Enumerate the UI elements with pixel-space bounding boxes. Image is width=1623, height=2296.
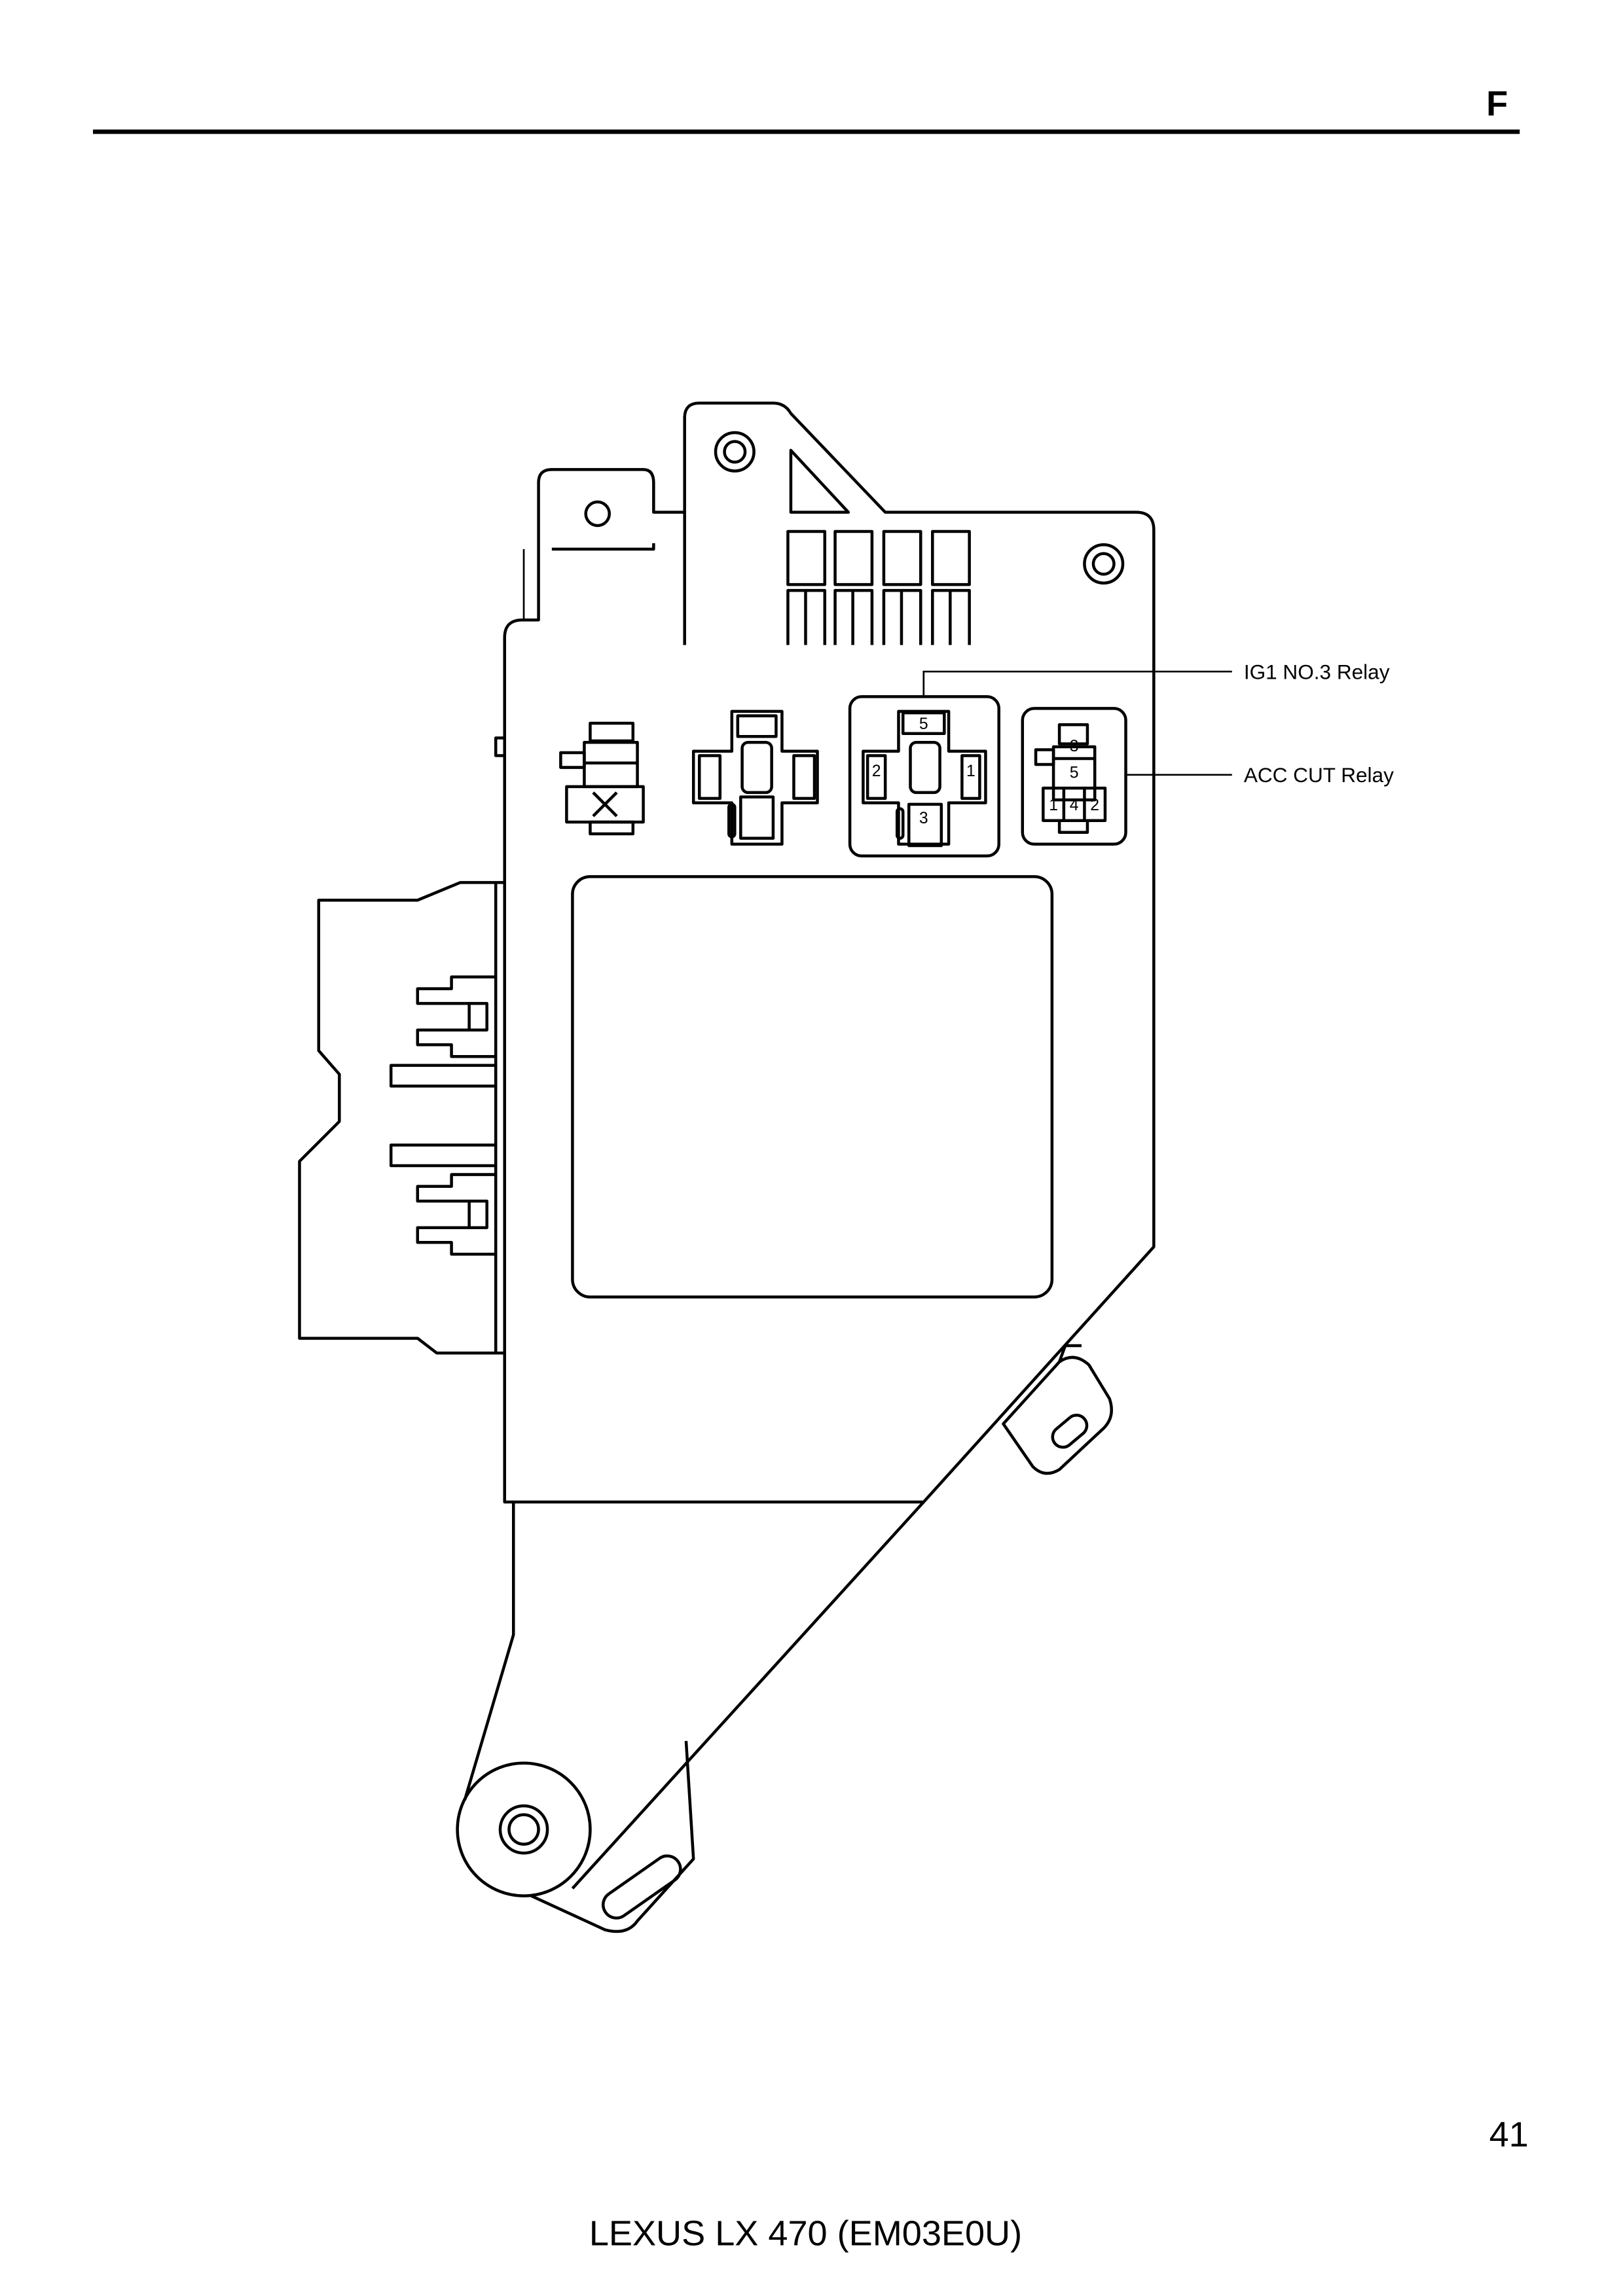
page-number: 41 <box>1489 2115 1529 2155</box>
pin-5: 5 <box>1070 764 1079 781</box>
ig1-no3-relay: 5 2 1 3 <box>848 695 1000 858</box>
ig1-relay-label: IG1 NO.3 Relay <box>1244 660 1390 683</box>
document-title: LEXUS LX 470 (EM03E0U) <box>589 2214 1022 2253</box>
pin-2: 2 <box>872 762 881 780</box>
relay-socket-left <box>559 721 645 836</box>
pin-3: 3 <box>919 810 928 827</box>
acc-cut-relay-label: ACC CUT Relay <box>1244 763 1394 787</box>
pin-1: 1 <box>1049 797 1058 814</box>
relay-socket-middle <box>691 709 819 846</box>
block-body <box>298 401 1156 1933</box>
pin-2: 2 <box>1090 797 1099 814</box>
label-panel <box>571 875 1054 1299</box>
ig1-leader-line <box>922 670 1232 697</box>
section-letter: F <box>1486 84 1508 123</box>
pin-4: 4 <box>1070 797 1079 814</box>
pin-5: 5 <box>919 715 928 733</box>
acc-cut-relay: 3 5 1 4 2 <box>1021 707 1127 846</box>
pin-1: 1 <box>966 762 976 780</box>
pin-3: 3 <box>1070 738 1079 755</box>
